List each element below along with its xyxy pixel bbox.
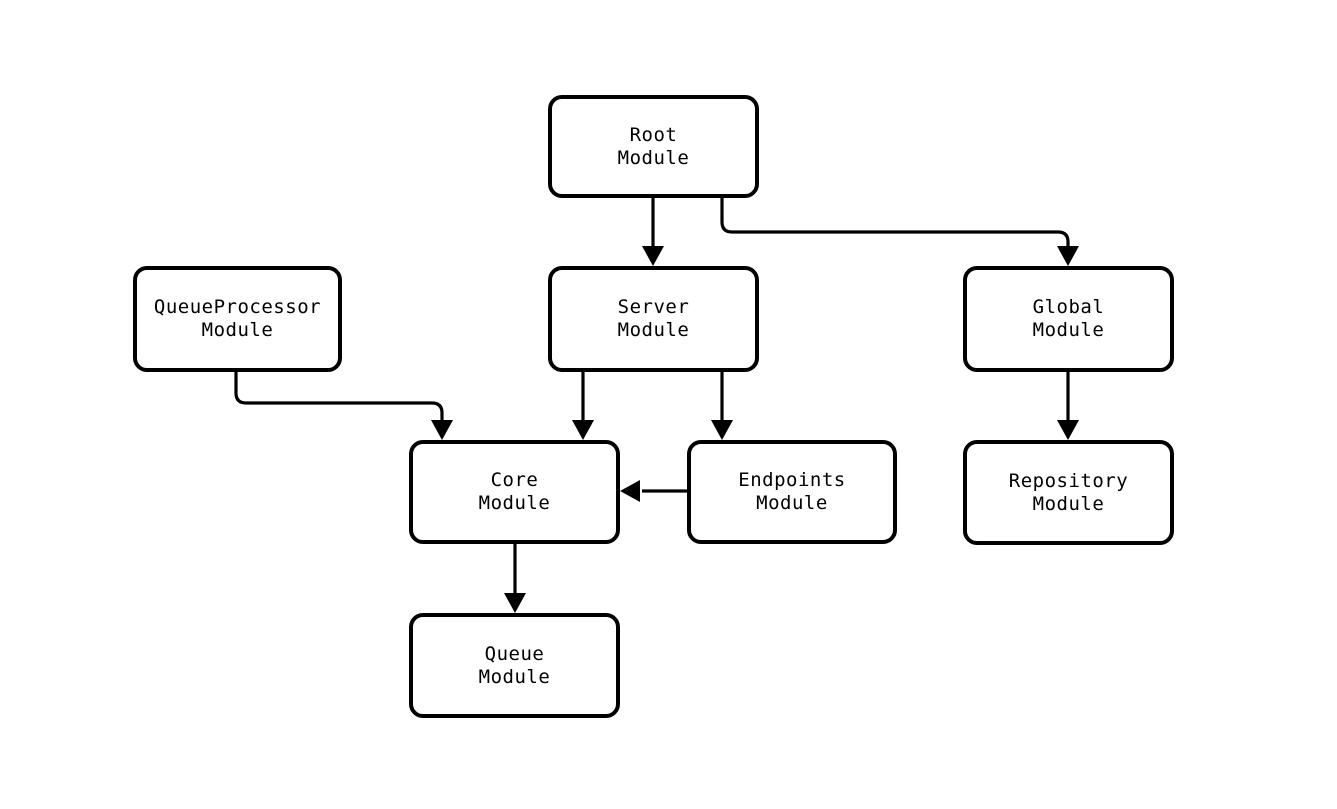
node-label-name: Queue: [484, 642, 545, 665]
node-label-suffix: Module: [478, 665, 551, 688]
edge-endpoints-to-core: [620, 480, 687, 502]
node-label-name: Global: [1032, 296, 1105, 318]
arrowhead-down: [504, 593, 526, 613]
node-label-suffix: Module: [617, 319, 690, 341]
arrowhead-down: [1057, 246, 1079, 266]
edge-queueprocessor-to-core: [234, 372, 453, 440]
arrowhead-down: [711, 420, 733, 440]
node-label-name: Repository: [1008, 469, 1129, 492]
node-label-name: Core: [490, 469, 539, 491]
node-label-name: Root: [629, 123, 678, 146]
node-label-name: Server: [617, 296, 690, 318]
arrowhead-down: [1057, 420, 1079, 440]
node-label-suffix: Module: [201, 319, 274, 341]
arrowhead-down: [431, 420, 453, 440]
node-label-name: QueueProcessor: [153, 296, 322, 318]
edge-root-to-global: [720, 198, 1079, 266]
edge-server-to-endpoints: [711, 372, 733, 440]
node-label-name: Endpoints: [738, 469, 846, 491]
edge-line: [234, 372, 444, 420]
node-label-suffix: Module: [478, 492, 551, 514]
edge-server-to-core: [572, 372, 594, 440]
node-label-suffix: Module: [617, 146, 690, 169]
arrowhead-down: [642, 246, 664, 266]
edge-root-to-server: [642, 198, 664, 266]
edge-line: [720, 198, 1070, 246]
edge-global-to-repository: [1057, 372, 1079, 440]
node-label-suffix: Module: [1032, 492, 1105, 515]
node-label-suffix: Module: [1032, 319, 1105, 341]
edge-core-to-queue: [504, 544, 526, 613]
arrowhead-left: [620, 480, 640, 502]
node-label-suffix: Module: [756, 492, 828, 514]
arrowhead-down: [572, 420, 594, 440]
